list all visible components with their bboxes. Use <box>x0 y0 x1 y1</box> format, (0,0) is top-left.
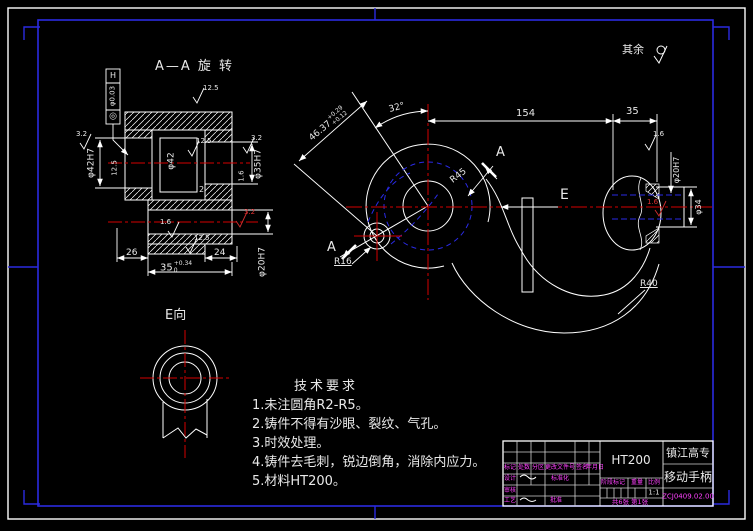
material-value: HT200 <box>611 453 651 467</box>
dim-26-label: 26 <box>126 248 138 258</box>
part-name: 移动手柄 <box>663 470 713 484</box>
roughness-125-bore: 12.5 <box>110 160 119 176</box>
dim-24-label: 24 <box>214 248 226 258</box>
dim-154-label: 154 <box>516 108 536 119</box>
dim-35-value: 35 <box>160 262 173 274</box>
roughness-125-low: 12.5 <box>194 234 210 242</box>
weight-label: 重量 <box>630 479 644 486</box>
e-view-centerlines <box>140 330 232 458</box>
section-view-geometry <box>124 111 233 255</box>
dim-35b-label: 35 <box>626 106 639 117</box>
dim-phi42-label: φ42 <box>166 152 177 170</box>
roughness-symbols-red <box>235 200 667 228</box>
scale-label: 比例 <box>647 479 661 486</box>
roughness-16-top-boss: 1.6 <box>653 130 665 138</box>
section-cut-label-a-top: A <box>496 145 505 160</box>
rest-roughness-icon <box>653 45 668 64</box>
dim-phi20h7-label: φ20H7 <box>257 247 268 277</box>
scale-value: 1:1 <box>648 488 660 497</box>
section-view-centerlines <box>108 162 258 223</box>
page-border <box>7 7 746 520</box>
section-title: A—A 旋 转 <box>155 59 235 74</box>
dim-phi42h7-label: φ42H7 <box>86 148 97 178</box>
e-view-title: E向 <box>165 308 187 323</box>
signature-mark <box>519 474 537 502</box>
dim-phi35h7-label: φ35H7 <box>253 149 264 179</box>
roughness-32-left: 3.2 <box>76 130 88 138</box>
standardization-label: 标准化 <box>550 475 570 482</box>
tech-req-item-5: 5.材料HT200。 <box>252 474 346 489</box>
tech-req-title: 技术要求 <box>294 379 359 394</box>
revision-col-zone: 分区 <box>531 464 545 471</box>
main-view-dimensions <box>293 100 697 315</box>
roughness-16-right: 1.6 <box>237 170 246 182</box>
gdt-datum: H <box>109 71 117 80</box>
roughness-16-red: 1.6 <box>647 198 659 206</box>
roughness-32-right: 3.2 <box>251 134 263 142</box>
revision-col-sign: 签名 <box>575 464 589 471</box>
roughness-125-mid: 12.5 <box>196 137 212 145</box>
dim-2-label: 2 <box>199 185 205 194</box>
process-label: 工艺 <box>503 497 517 504</box>
gdt-tolerance: φ0.03 <box>108 85 117 107</box>
tech-req-item-1: 1.未注圆角R2-R5。 <box>252 398 369 413</box>
main-view-hidden-lines <box>367 161 683 251</box>
sheet-info: 共6张 第1张 <box>611 497 649 506</box>
view-direction-label-e: E <box>560 187 569 203</box>
dim-35-upper: +0.34 <box>173 260 193 267</box>
section-view-dimensions <box>95 68 273 276</box>
roughness-16-low: 1.6 <box>160 218 172 226</box>
revision-col-mark: 标记 <box>503 464 517 471</box>
audit-label: 审核 <box>503 487 517 494</box>
dim-35-lower: 0 <box>173 266 178 274</box>
section-cut-label-a-bottom: A <box>327 240 336 255</box>
tech-req-item-3: 3.时效处理。 <box>252 436 330 451</box>
company-name: 镇江高专 <box>666 446 710 460</box>
design-label: 设计 <box>503 475 517 482</box>
dim-r40-label: R40 <box>640 279 658 289</box>
dim-phi20h7-boss-label: φ20H7 <box>672 156 681 184</box>
stage-label: 阶段标记 <box>600 479 626 486</box>
dim-phi34-label: φ34 <box>694 199 703 215</box>
tech-req-item-2: 2.铸件不得有沙眼、裂纹、气孔。 <box>252 417 447 432</box>
dim-r16-label: R16 <box>334 257 352 267</box>
approve-label: 批准 <box>549 497 563 504</box>
drawing-number: ZCJ0409.02.00 <box>662 492 714 501</box>
revision-col-date: 年月日 <box>585 464 605 471</box>
revision-col-count: 处数 <box>517 464 531 471</box>
title-block-grid <box>502 440 714 507</box>
roughness-symbols <box>79 87 657 254</box>
roughness-32-red: 3.2 <box>244 208 256 216</box>
roughness-title-value: 12.5 <box>203 84 219 92</box>
revision-col-docno: 更改文件号 <box>544 464 576 471</box>
rest-roughness-note: 其余 <box>622 43 644 56</box>
main-view-geometry <box>339 91 685 334</box>
tech-req-item-4: 4.铸件去毛刺，锐边倒角，消除内应力。 <box>252 455 486 470</box>
gdt-symbol: ◎ <box>109 111 117 122</box>
